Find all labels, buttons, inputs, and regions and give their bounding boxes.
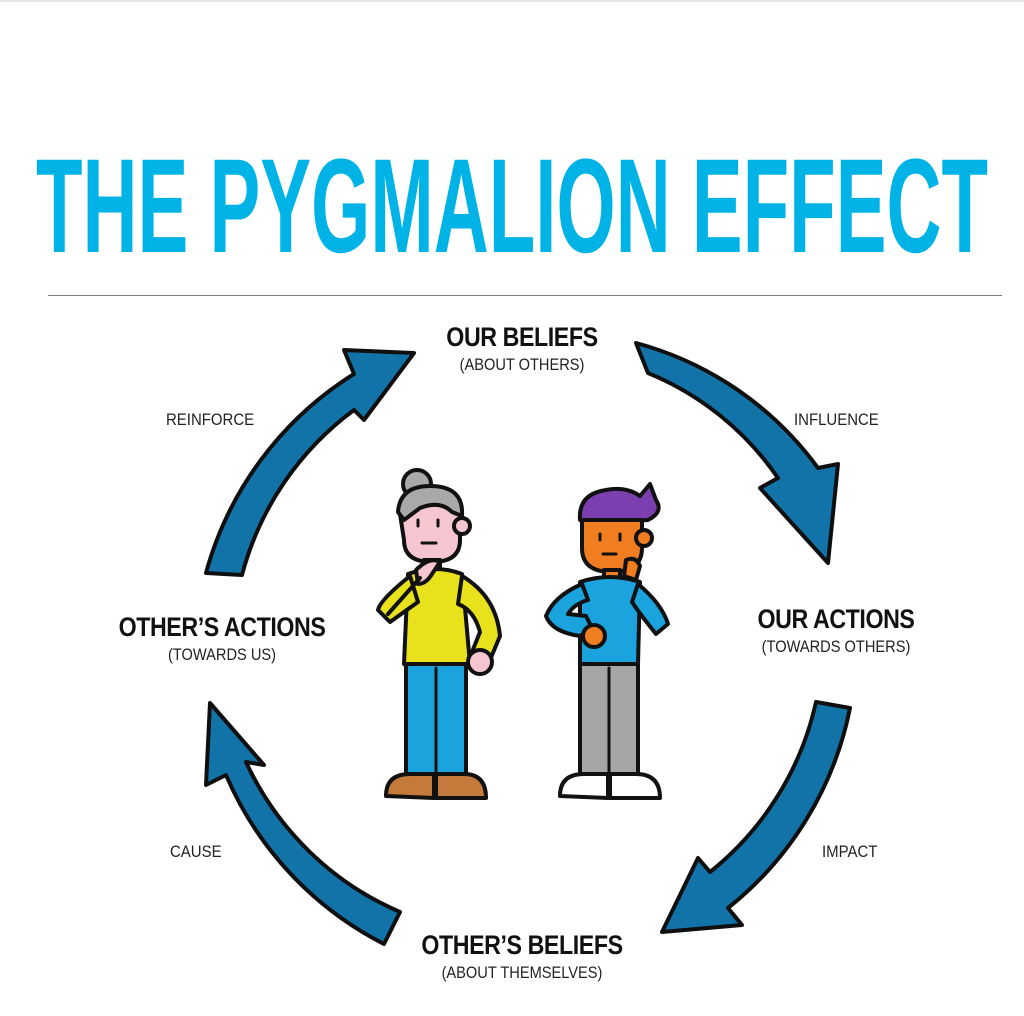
edge-label-cause: CAUSE bbox=[170, 842, 222, 861]
top-rule bbox=[0, 0, 1024, 2]
man-figure bbox=[544, 482, 670, 800]
edge-label-influence: INFLUENCE bbox=[794, 410, 879, 429]
node-subheading: (ABOUT THEMSELVES) bbox=[441, 963, 603, 982]
arrow-influence bbox=[634, 341, 840, 565]
node-others-beliefs: OTHER’S BELIEFS (ABOUT THEMSELVES) bbox=[372, 930, 672, 983]
node-our-actions: OUR ACTIONS (TOWARDS OTHERS) bbox=[686, 604, 986, 657]
node-heading: OTHER’S ACTIONS bbox=[118, 612, 326, 642]
page-title: THE PYGMALION EFFECT bbox=[0, 100, 1024, 300]
arrow-cause bbox=[204, 701, 402, 946]
edge-label-impact: IMPACT bbox=[822, 842, 878, 861]
node-heading: OUR BELIEFS bbox=[446, 322, 598, 352]
arrow-impact bbox=[660, 700, 852, 934]
node-subheading: (ABOUT OTHERS) bbox=[459, 355, 585, 374]
arrow-reinforce bbox=[204, 348, 416, 577]
node-heading: OUR ACTIONS bbox=[757, 604, 915, 634]
page-title-text: THE PYGMALION EFFECT bbox=[36, 132, 988, 281]
woman-figure bbox=[376, 468, 502, 800]
node-subheading: (TOWARDS US) bbox=[167, 645, 277, 664]
edge-label-reinforce: REINFORCE bbox=[166, 410, 255, 429]
cycle-arrows bbox=[204, 341, 852, 946]
node-heading: OTHER’S BELIEFS bbox=[421, 930, 623, 960]
title-divider bbox=[48, 295, 1002, 296]
node-others-actions: OTHER’S ACTIONS (TOWARDS US) bbox=[72, 612, 372, 665]
node-our-beliefs: OUR BELIEFS (ABOUT OTHERS) bbox=[372, 322, 672, 375]
node-subheading: (TOWARDS OTHERS) bbox=[761, 637, 911, 656]
